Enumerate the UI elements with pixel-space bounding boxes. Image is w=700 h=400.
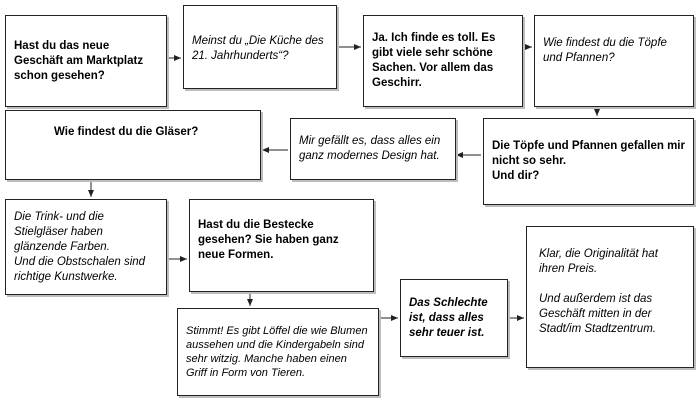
- box-reply-2-text: Mir gefällt es, dass alles ein ganz mode…: [299, 135, 441, 162]
- box-reply-5-text: Klar, die Originalität hat ihren Preis. …: [539, 248, 658, 335]
- box-question-2: Wie findest du die Töpfe und Pfannen?: [534, 15, 694, 107]
- box-answer-2-text: Die Töpfe und Pfannen gefallen mir nicht…: [492, 140, 685, 182]
- box-answer-1: Ja. Ich finde es toll. Es gibt viele seh…: [363, 15, 523, 107]
- box-answer-1-text: Ja. Ich finde es toll. Es gibt viele seh…: [372, 32, 496, 89]
- box-question-5-text: Das Schlechte ist, dass alles sehr teuer…: [409, 296, 488, 339]
- box-reply-3: Die Trink- und die Stielgläser haben glä…: [5, 199, 167, 295]
- box-question-5: Das Schlechte ist, dass alles sehr teuer…: [400, 279, 508, 357]
- box-question-2-text: Wie findest du die Töpfe und Pfannen?: [543, 37, 667, 64]
- box-reply-3-text: Die Trink- und die Stielgläser haben glä…: [14, 210, 146, 283]
- box-reply-2: Mir gefällt es, dass alles ein ganz mode…: [290, 118, 456, 180]
- box-question-4: Hast du die Bestecke gesehen? Sie haben …: [189, 199, 374, 292]
- box-question-3-text: Wie findest du die Gläser?: [54, 126, 199, 138]
- box-answer-2: Die Töpfe und Pfannen gefallen mir nicht…: [483, 118, 694, 205]
- box-question-4-text: Hast du die Bestecke gesehen? Sie haben …: [198, 219, 339, 261]
- box-reply-4-text: Stimmt! Es gibt Löffel die wie Blumen au…: [186, 325, 368, 379]
- box-reply-1: Meinst du „Die Küche des 21. Jahrhundert…: [183, 5, 337, 89]
- box-question-3: Wie findest du die Gläser?: [5, 110, 261, 180]
- box-reply-5: Klar, die Originalität hat ihren Preis. …: [526, 226, 694, 368]
- box-reply-4: Stimmt! Es gibt Löffel die wie Blumen au…: [177, 308, 379, 396]
- box-question-1-text: Hast du das neue Geschäft am Marktplatz …: [14, 39, 144, 82]
- box-question-1: Hast du das neue Geschäft am Marktplatz …: [5, 15, 167, 107]
- box-reply-1-text: Meinst du „Die Küche des 21. Jahrhundert…: [192, 35, 324, 62]
